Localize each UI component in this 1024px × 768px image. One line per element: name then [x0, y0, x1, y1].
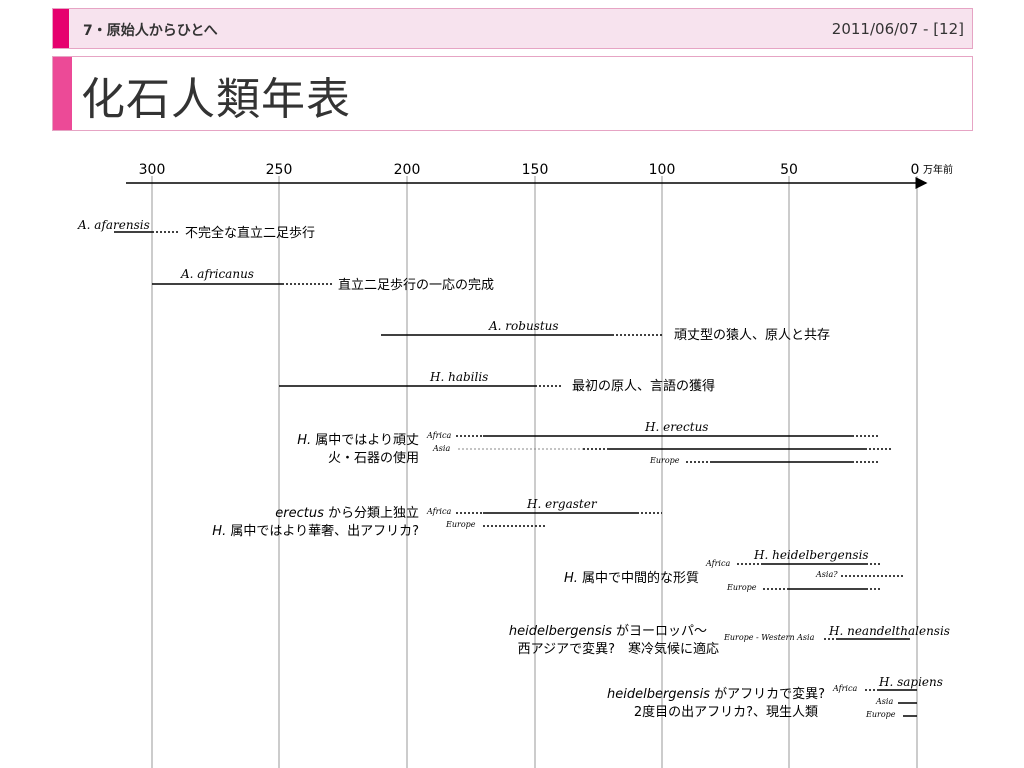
species-name: A. afarensis: [77, 218, 150, 232]
region-asia: Asia?: [815, 570, 838, 579]
species-description-2: 西アジアで変異? 寒冷気候に適応: [518, 641, 719, 657]
species-description: 不完全な直立二足歩行: [185, 225, 315, 241]
species-neandelthalensis: heidelbergensis がヨーロッパ～ 西アジアで変異? 寒冷気候に適応…: [509, 624, 950, 657]
species-name: H. sapiens: [878, 675, 943, 689]
tick-250: 250: [266, 162, 293, 178]
species-description: H. 属中で中間的な形質: [564, 570, 699, 586]
species-description: 最初の原人、言語の獲得: [572, 378, 715, 394]
region-africa: Africa: [705, 559, 730, 568]
species-name: H. habilis: [429, 370, 488, 384]
region-europe-western-asia: Europe - Western Asia: [723, 633, 815, 642]
species-description-2: 火・石器の使用: [328, 450, 419, 466]
region-africa: Africa: [426, 507, 451, 516]
species-description: erectus から分類上独立: [275, 506, 419, 521]
species-ergaster: erectus から分類上独立 H. 属中ではより華奢、出アフリカ? H. er…: [212, 497, 662, 539]
header-bar: 7・原始人からひとへ 2011/06/07 - [12]: [52, 8, 973, 49]
species-afarensis: A. afarensis 不完全な直立二足歩行: [77, 218, 315, 241]
species-robustus: A. robustus 頑丈型の猿人、原人と共存: [381, 319, 830, 343]
species-sapiens: heidelbergensis がアフリカで変異? 2度目の出アフリカ?、現生人…: [607, 675, 943, 720]
region-europe: Europe: [445, 520, 476, 529]
section-label: 7・原始人からひとへ: [83, 23, 218, 39]
species-description-2: 2度目の出アフリカ?、現生人類: [634, 704, 818, 720]
region-africa: Africa: [832, 684, 857, 693]
species-description: heidelbergensis がアフリカで変異?: [607, 686, 825, 702]
species-erectus: H. 属中ではより頑丈 火・石器の使用 H. erectus Africa As…: [297, 420, 893, 466]
slide-title: 化石人類年表: [81, 74, 351, 125]
species-africanus: A. africanus 直立二足歩行の一応の完成: [152, 267, 494, 293]
tick-300: 300: [139, 162, 166, 178]
region-asia: Asia: [432, 444, 450, 453]
title-accent: [53, 57, 72, 130]
region-europe: Europe: [726, 583, 757, 592]
tick-200: 200: [394, 162, 421, 178]
species-description: H. 属中ではより頑丈: [297, 433, 419, 448]
header-accent: [53, 9, 69, 48]
species-heidelbergensis: H. 属中で中間的な形質 H. heidelbergensis Africa A…: [564, 548, 904, 592]
region-europe: Europe: [649, 456, 680, 465]
tick-50: 50: [780, 162, 798, 178]
species-name: H. erectus: [644, 420, 708, 434]
species-description: heidelbergensis がヨーロッパ～: [509, 624, 707, 639]
tick-100: 100: [649, 162, 676, 178]
title-bar: 化石人類年表: [52, 56, 973, 131]
tick-150: 150: [522, 162, 549, 178]
slide-date: 2011/06/07 - [12]: [831, 20, 964, 38]
species-habilis: H. habilis 最初の原人、言語の獲得: [279, 370, 715, 394]
region-europe: Europe: [865, 710, 896, 719]
species-description-2: H. 属中ではより華奢、出アフリカ?: [212, 524, 419, 539]
species-name: A. robustus: [488, 319, 559, 333]
species-name: A. africanus: [180, 267, 254, 281]
region-africa: Africa: [426, 431, 451, 440]
species-description: 頑丈型の猿人、原人と共存: [674, 328, 830, 343]
tick-0: 0: [911, 162, 920, 178]
species-name: H. ergaster: [526, 497, 598, 511]
species-name: H. neandelthalensis: [828, 624, 950, 638]
axis-unit: 万年前: [923, 163, 953, 176]
species-description: 直立二足歩行の一応の完成: [338, 278, 494, 293]
region-asia: Asia: [875, 697, 893, 706]
species-name: H. heidelbergensis: [753, 548, 869, 562]
